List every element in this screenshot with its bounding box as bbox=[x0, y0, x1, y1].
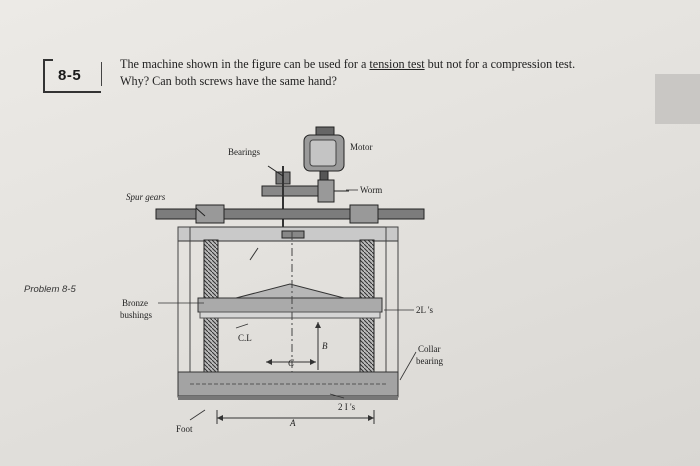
question-text-c: but not for a compression test. bbox=[424, 57, 576, 71]
label-b: B bbox=[322, 341, 328, 351]
leader-lines bbox=[158, 189, 417, 421]
label-2l: 2L 's bbox=[416, 305, 434, 315]
problem-number: 8-5 bbox=[58, 67, 82, 84]
centerline bbox=[249, 232, 321, 402]
label-spur-gears: Spur gears bbox=[126, 192, 166, 202]
problem-divider bbox=[101, 62, 102, 86]
adjacent-page-shadow bbox=[655, 74, 700, 124]
dimension-a bbox=[216, 410, 375, 424]
label-worm: Worm bbox=[360, 185, 382, 195]
label-bearings: Bearings bbox=[228, 147, 260, 157]
label-collar: Collar bbox=[418, 344, 441, 354]
problem-question: The machine shown in the figure can be u… bbox=[120, 56, 700, 90]
base bbox=[177, 371, 399, 400]
spur-gear-plate bbox=[155, 204, 425, 224]
moving-crosshead bbox=[197, 283, 383, 319]
question-text-a: The machine shown in the figure can be u… bbox=[120, 57, 370, 71]
question-line-2: Why? Can both screws have the same hand? bbox=[120, 74, 337, 88]
motor bbox=[303, 126, 345, 192]
question-line-1: The machine shown in the figure can be u… bbox=[120, 56, 700, 73]
label-bronze: Bronze bbox=[122, 298, 148, 308]
label-a: A bbox=[289, 418, 296, 428]
label-c: C bbox=[288, 358, 295, 368]
problem-number-bracket bbox=[43, 59, 101, 93]
worm-gear bbox=[261, 179, 349, 203]
label-bushings: bushings bbox=[120, 310, 153, 320]
label-bearing: bearing bbox=[416, 356, 443, 366]
label-foot: Foot bbox=[176, 424, 193, 434]
figure-caption: Problem 8-5 bbox=[24, 284, 76, 295]
upper-crosshead bbox=[177, 226, 399, 242]
question-text-underlined: tension test bbox=[369, 57, 425, 71]
label-2i: 2 I 's bbox=[338, 402, 356, 412]
label-cl: C.L bbox=[238, 333, 252, 343]
label-motor: Motor bbox=[350, 142, 373, 152]
